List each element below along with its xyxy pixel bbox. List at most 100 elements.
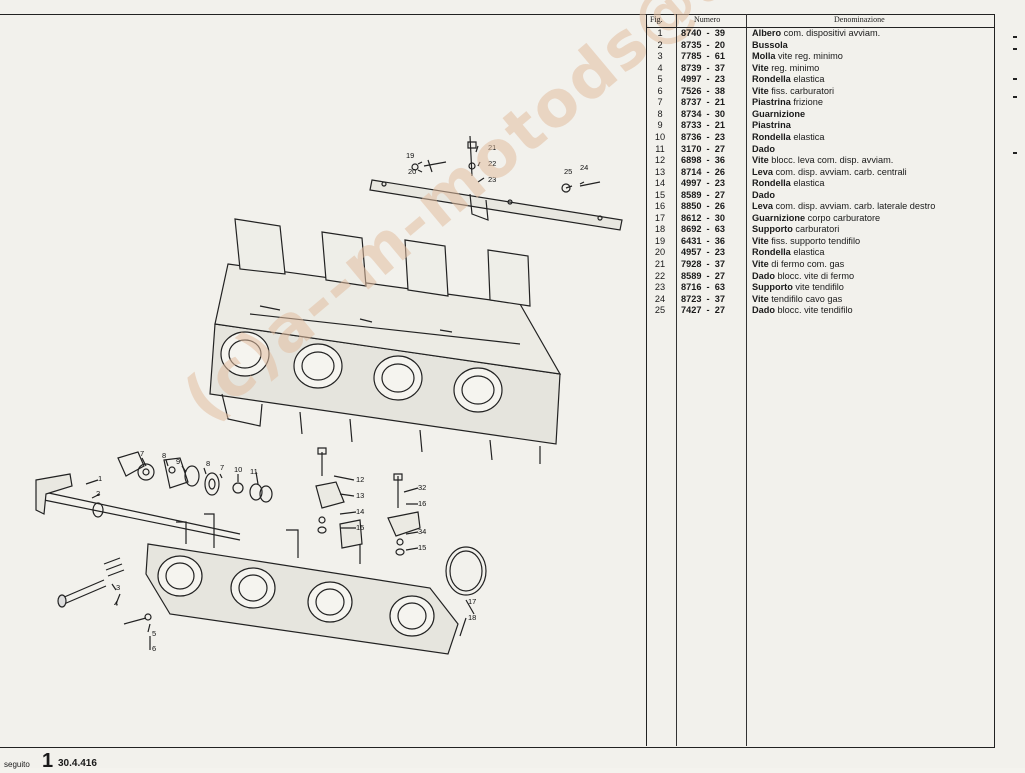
row-den-bold: Rondella [752, 178, 791, 189]
row-fig: 20 [654, 247, 666, 258]
row-denominazione: Supporto carburatori [752, 224, 992, 236]
row-fig: 3 [657, 51, 663, 62]
row-den-bold: Piastrina [752, 97, 791, 108]
row-numero: 8589 - 27 [681, 189, 725, 200]
row-numero: 3170 - 27 [681, 143, 725, 154]
row-numero: 8716 - 63 [681, 282, 725, 293]
row-den-rest: blocc. vite tendifilo [774, 305, 853, 316]
row-fig: 14 [654, 178, 666, 189]
row-numero: 7785 - 61 [681, 51, 725, 62]
footer-page-number: 1 [42, 750, 54, 772]
row-denominazione: Rondella elastica [752, 178, 992, 190]
callout-22: 22 [488, 159, 496, 168]
row-den-rest: fiss. carburatori [768, 85, 835, 96]
row-denominazione: Leva com. disp. avviam. carb. laterale d… [752, 201, 992, 213]
row-denominazione: Piastrina [752, 120, 992, 132]
row-fig: 2 [657, 39, 663, 50]
row-numero: 4957 - 23 [681, 247, 725, 258]
row-den-rest: carburatori [792, 224, 840, 235]
row-den-bold: Rondella [752, 74, 791, 85]
callout-24: 24 [580, 163, 588, 172]
row-den-bold: Piastrina [752, 120, 791, 131]
callout-32: 32 [418, 483, 426, 492]
callout-7b: 7 [220, 463, 224, 472]
row-denominazione: Leva com. disp. avviam. carb. centrali [752, 167, 992, 179]
row-fig: 11 [655, 143, 665, 154]
col-divider-numero [746, 14, 747, 746]
row-fig: 12 [654, 155, 666, 166]
row-fig: 7 [657, 97, 663, 108]
table-header: Fig. Numero Denominazione [646, 14, 994, 28]
row-den-rest: elastica [790, 74, 825, 85]
row-den-rest: elastica [790, 131, 825, 142]
callout-14: 14 [356, 507, 364, 516]
row-numero: 8740 - 39 [681, 28, 725, 38]
row-denominazione: Guarnizione corpo carburatore [752, 213, 992, 225]
row-fig: 17 [654, 212, 666, 223]
callout-20: 20 [408, 167, 416, 176]
callout-5: 5 [152, 629, 156, 638]
row-numero: 7928 - 37 [681, 259, 725, 269]
callout-9: 9 [176, 457, 180, 466]
callout-3: 3 [116, 583, 120, 592]
row-den-bold: Vite [752, 259, 769, 269]
row-den-rest: reg. minimo [768, 62, 820, 73]
row-den-bold: Dado [752, 189, 775, 200]
row-denominazione: Vite reg. minimo [752, 63, 992, 75]
row-denominazione: Dado blocc. vite di fermo [752, 271, 992, 283]
row-den-bold: Guarnizione [752, 108, 806, 119]
row-den-rest: tendifilo cavo gas [768, 293, 843, 304]
row-denominazione: Vite fiss. supporto tendifilo [752, 236, 992, 248]
row-den-bold: Supporto [752, 282, 793, 293]
row-fig: 13 [654, 166, 666, 177]
row-fig: 18 [654, 224, 666, 235]
row-den-bold: Vite [752, 235, 769, 246]
row-denominazione: Piastrina frizione [752, 97, 992, 109]
callout-18: 18 [468, 613, 476, 622]
callout-6: 6 [152, 644, 156, 653]
row-numero: 7526 - 38 [681, 85, 725, 96]
row-den-rest: elastica [790, 178, 825, 189]
row-numero: 8734 - 30 [681, 108, 725, 119]
callout-8b: 8 [206, 459, 210, 468]
row-numero: 8723 - 37 [681, 293, 725, 304]
row-denominazione: Vite di fermo com. gas [752, 259, 992, 271]
row-den-bold: Dado [752, 305, 775, 316]
row-den-bold: Guarnizione [752, 212, 806, 223]
row-fig: 19 [654, 235, 666, 246]
callout-17: 17 [468, 597, 476, 606]
row-fig: 10 [654, 131, 666, 142]
row-fig: 21 [654, 259, 666, 269]
row-fig: 8 [657, 108, 663, 119]
row-fig: 15 [654, 189, 666, 200]
row-numero: 8589 - 27 [681, 270, 725, 281]
row-numero: 8737 - 21 [681, 97, 725, 108]
col-divider-fig [676, 14, 677, 746]
row-den-rest: corpo carburatore [805, 212, 881, 223]
page-frame [0, 14, 995, 748]
row-den-bold: Leva [752, 166, 773, 177]
row-den-rest: di fermo com. gas [768, 259, 845, 269]
row-fig: 4 [657, 62, 663, 73]
row-numero: 6898 - 36 [681, 155, 725, 166]
row-den-bold: Rondella [752, 131, 791, 142]
row-denominazione: Vite fiss. carburatori [752, 86, 992, 98]
table-row: 7 8737 - 21 Piastrina frizione [646, 97, 994, 109]
row-fig: 1 [657, 28, 663, 38]
callout-11: 11 [250, 467, 258, 476]
row-denominazione: Supporto vite tendifilo [752, 282, 992, 294]
table-row: 21 7928 - 37 Vite di fermo com. gas [646, 259, 994, 271]
row-den-bold: Leva [752, 201, 773, 212]
table-left-border [646, 14, 647, 746]
table-row: 15 8589 - 27 Dado [646, 190, 994, 202]
row-den-bold: Vite [752, 293, 769, 304]
